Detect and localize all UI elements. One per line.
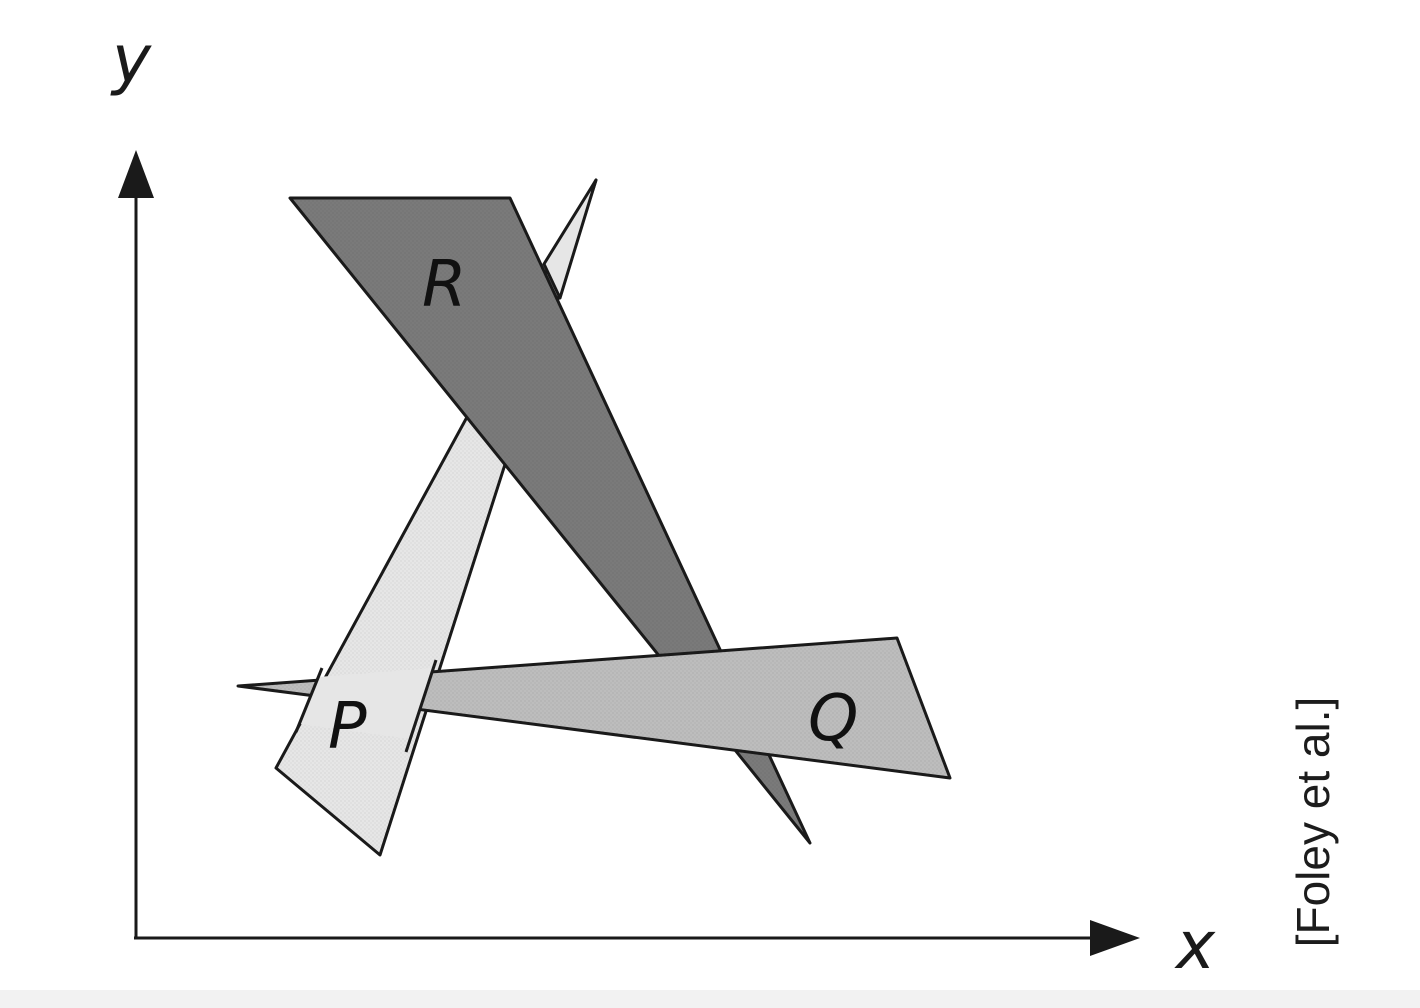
polygon-q [236,636,952,780]
polygon-p-label: P [328,690,367,764]
x-axis-arrowhead [1090,920,1140,956]
polygon-p-over-q [294,659,438,753]
polygon-q-grain [238,638,950,778]
x-axis-label: x [1174,907,1216,984]
polygon-r-label: R [422,248,466,322]
y-axis-label: y [110,21,152,98]
polygon-p-spike-shape [542,178,598,300]
axes: y x [110,21,1216,984]
bottom-strip [0,990,1420,1008]
polygon-q-label: Q [808,682,858,756]
polygon-p-overlap-edge-right [404,659,438,753]
citation-label: [Foley et al.] [1287,696,1339,948]
polygon-p-upper-spike [542,178,598,300]
polygon-p-overlap-shape [300,668,433,739]
y-axis-arrowhead [118,150,154,198]
polygon-p-overlap-edge-left [294,667,324,733]
